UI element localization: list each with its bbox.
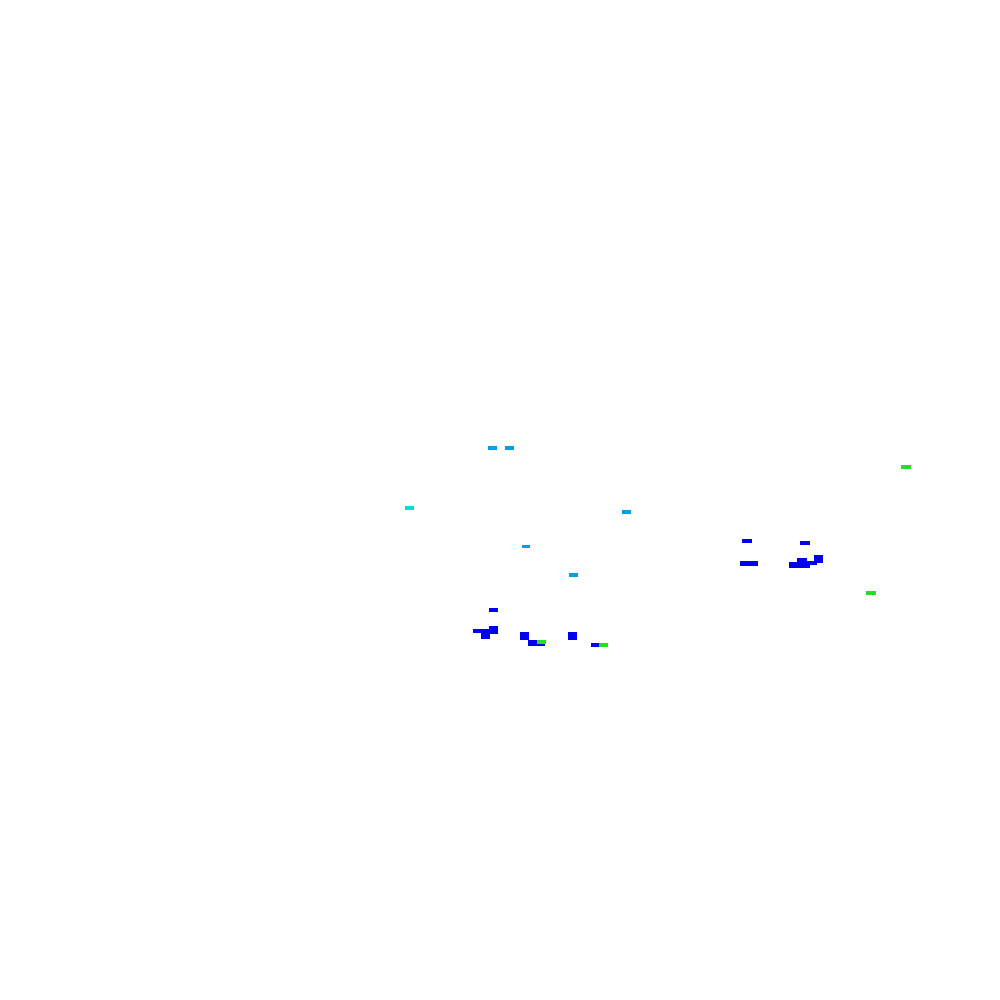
right-blue-cluster-mark-4 [789, 562, 810, 568]
left-lower-blue-cluster-mark-8 [591, 643, 601, 647]
cyan-dot-mark-1 [405, 506, 414, 510]
left-lower-blue-cluster-mark-6 [528, 640, 545, 646]
right-blue-cluster-mark-1 [742, 539, 752, 543]
right-blue-cluster-mark-7 [814, 555, 823, 563]
right-blue-cluster-mark-2 [800, 541, 810, 545]
upper-light-blue-dots-mark-3 [622, 510, 631, 514]
right-blue-cluster-mark-3 [740, 561, 758, 566]
green-dots-mark-4 [599, 643, 608, 647]
upper-light-blue-dots-mark-5 [569, 573, 578, 577]
left-lower-blue-cluster-mark-4 [481, 632, 490, 639]
upper-light-blue-dots-mark-4 [522, 545, 530, 548]
left-lower-blue-cluster-mark-5 [520, 632, 529, 640]
left-lower-blue-cluster-mark-2 [473, 629, 495, 633]
right-blue-cluster-mark-6 [807, 561, 817, 565]
right-blue-cluster-mark-5 [797, 558, 807, 563]
green-dots-mark-3 [537, 640, 546, 644]
upper-light-blue-dots-mark-2 [505, 446, 514, 450]
green-dots-mark-1 [901, 465, 911, 469]
upper-light-blue-dots-mark-1 [488, 446, 497, 450]
left-lower-blue-cluster-mark-3 [489, 626, 498, 634]
left-lower-blue-cluster-mark-1 [489, 608, 498, 612]
left-lower-blue-cluster-mark-7 [568, 632, 577, 640]
green-dots-mark-2 [866, 591, 876, 595]
